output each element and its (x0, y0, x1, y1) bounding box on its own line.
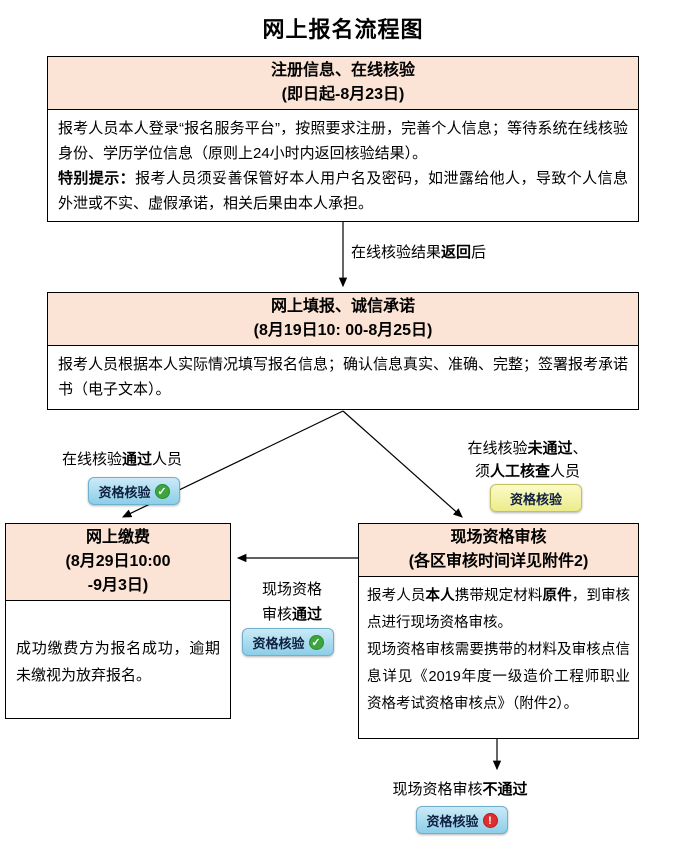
pay-box: 网上缴费 (8月29日10:00 -9月3日) 成功缴费方为报名成功，逾期未缴视… (5, 523, 231, 719)
badge-label: 资格核验 (509, 491, 562, 507)
onsite-pass-line2-pre: 审核 (261, 606, 292, 623)
branch-fail-line2-post: 人员 (550, 463, 581, 480)
branch-pass-label: 在线核验通过人员 (52, 448, 192, 471)
fill-box-body: 报考人员根据本人实际情况填写报名信息；确认信息真实、准确、完整；签署报考承诺书（… (48, 346, 638, 408)
qualification-badge-onsite-pass: 资格核验 ✓ (242, 628, 334, 656)
onsite-box-body: 报考人员本人携带规定材料原件，到审核点进行现场资格审核。 现场资格审核需要携带的… (359, 577, 638, 724)
branch-pass-bold: 通过 (121, 451, 152, 468)
register-box-tip-label: 特别提示： (58, 170, 136, 187)
register-box-header: 注册信息、在线核验 (即日起-8月23日) (48, 57, 638, 110)
pay-box-body-text: 成功缴费方为报名成功，逾期未缴视为放弃报名。 (16, 640, 220, 684)
online-result-label-bold: 返回 (441, 244, 472, 261)
qualification-badge-online-pass: 资格核验 ✓ (88, 477, 180, 505)
connector-fill-to-onsite (342, 410, 463, 518)
fill-box-header: 网上填报、诚信承诺 (8月19日10: 00-8月25日) (48, 293, 638, 346)
onsite-pass-line2-bold: 通过 (292, 606, 323, 623)
onsite-para1-bold2: 原件 (542, 588, 572, 604)
onsite-pass-label: 现场资格 审核通过 (252, 577, 332, 627)
branch-pass-post: 人员 (152, 451, 183, 468)
online-result-label-pre: 在线核验结果 (351, 244, 442, 261)
badge-label: 资格核验 (252, 635, 305, 651)
onsite-para1-bold1: 本人 (425, 588, 455, 604)
branch-fail-line2: 须人工核查人员 (455, 460, 600, 483)
pay-box-header-line1: 网上缴费 (85, 529, 150, 546)
onsite-box-header: 现场资格审核 (各区审核时间详见附件2) (359, 524, 638, 577)
onsite-para1-post: ，到审核点进行现场资格审核。 (367, 588, 631, 631)
register-box-para1-text: 报考人员本人登录“报名服务平台”，按照要求注册，完善个人信息；等待系统在线核验身… (58, 120, 628, 162)
branch-fail-line2-pre: 须 (474, 463, 490, 480)
pay-box-body: 成功缴费方为报名成功，逾期未缴视为放弃报名。 (6, 601, 230, 695)
fill-box: 网上填报、诚信承诺 (8月19日10: 00-8月25日) 报考人员根据本人实际… (47, 292, 639, 410)
branch-pass-pre: 在线核验 (61, 451, 122, 468)
register-box-header-line1: 注册信息、在线核验 (270, 62, 415, 79)
branch-fail-line2-bold: 人工核查 (489, 463, 550, 480)
pay-box-header-line3: -9月3日) (87, 577, 149, 594)
fill-box-header-line1: 网上填报、诚信承诺 (270, 298, 415, 315)
register-box-body: 报考人员本人登录“报名服务平台”，按照要求注册，完善个人信息；等待系统在线核验身… (48, 110, 638, 222)
onsite-box-para2: 现场资格审核需要携带的材料及审核点信息详见《2019年度一级造价工程师职业资格考… (367, 637, 630, 718)
onsite-para2-text: 现场资格审核需要携带的材料及审核点信息详见《2019年度一级造价工程师职业资格考… (367, 642, 630, 712)
online-result-label-post: 后 (471, 244, 487, 261)
badge-label: 资格核验 (426, 813, 479, 829)
onsite-box: 现场资格审核 (各区审核时间详见附件2) 报考人员本人携带规定材料原件，到审核点… (358, 523, 639, 739)
check-icon: ✓ (154, 483, 170, 499)
onsite-pass-line1: 现场资格 (261, 581, 322, 598)
onsite-fail-bold: 不通过 (482, 781, 528, 798)
branch-fail-label: 在线核验未通过、 须人工核查人员 (455, 437, 600, 483)
register-box: 注册信息、在线核验 (即日起-8月23日) 报考人员本人登录“报名服务平台”，按… (47, 56, 639, 222)
onsite-box-para1: 报考人员本人携带规定材料原件，到审核点进行现场资格审核。 (367, 583, 630, 637)
branch-fail-line1: 在线核验未通过、 (455, 437, 600, 460)
onsite-para1-mid: 携带规定材料 (454, 588, 543, 604)
online-result-arrow-label: 在线核验结果返回后 (351, 241, 486, 264)
pay-box-header-line2: (8月29日10:00 (65, 553, 171, 570)
onsite-fail-pre: 现场资格审核 (392, 781, 483, 798)
badge-label: 资格核验 (98, 484, 151, 500)
exclamation-icon: ! (482, 812, 498, 828)
qualification-badge-manual-check: 资格核验 (490, 484, 582, 512)
branch-fail-line1-pre: 在线核验 (467, 440, 528, 457)
fill-box-body-text: 报考人员根据本人实际情况填写报名信息；确认信息真实、准确、完整；签署报考承诺书（… (58, 356, 629, 398)
qualification-badge-onsite-fail: 资格核验 ! (416, 806, 508, 834)
onsite-para1-pre: 报考人员 (367, 588, 426, 604)
register-box-para1: 报考人员本人登录“报名服务平台”，按照要求注册，完善个人信息；等待系统在线核验身… (58, 116, 628, 166)
register-box-header-line2: (即日起-8月23日) (281, 86, 405, 103)
fill-box-header-line2: (8月19日10: 00-8月25日) (253, 322, 433, 339)
pay-box-header: 网上缴费 (8月29日10:00 -9月3日) (6, 524, 230, 601)
branch-fail-line1-post: 、 (572, 440, 588, 457)
branch-fail-line1-bold: 未通过 (527, 440, 573, 457)
register-box-tip-text: 报考人员须妥善保管好本人用户名及密码，如泄露给他人，导致个人信息外泄或不实、虚假… (58, 170, 628, 212)
check-icon: ✓ (308, 634, 324, 650)
onsite-fail-label: 现场资格审核不通过 (360, 778, 560, 801)
page-title: 网上报名流程图 (262, 17, 424, 42)
onsite-box-header-line1: 现场资格审核 (450, 529, 547, 546)
onsite-box-header-line2: (各区审核时间详见附件2) (408, 553, 589, 570)
register-box-tip: 特别提示：报考人员须妥善保管好本人用户名及密码，如泄露给他人，导致个人信息外泄或… (58, 166, 628, 216)
onsite-pass-line2: 审核通过 (252, 602, 332, 627)
